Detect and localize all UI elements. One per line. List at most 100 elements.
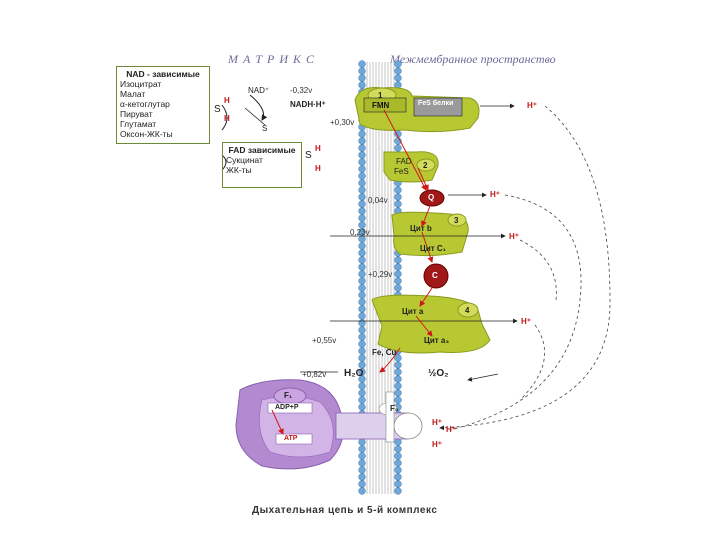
substrate-h: H <box>315 144 321 153</box>
cyt-c1-label: Цит C₁ <box>420 244 446 253</box>
intermembrane-header: Межмембранное пространство <box>390 52 556 66</box>
substrate-h: H <box>224 96 230 105</box>
phospholipid-head <box>358 403 366 411</box>
phospholipid-head <box>394 144 402 152</box>
phospholipid-head <box>358 487 366 495</box>
phospholipid-head <box>394 438 402 446</box>
phospholipid-head <box>358 172 366 180</box>
nad-box-title: NAD - зависимые <box>126 69 200 79</box>
fad-box-item: Сукцинат <box>226 155 263 165</box>
phospholipid-head <box>358 256 366 264</box>
phospholipid-head <box>394 67 402 75</box>
substrate-h: H <box>315 164 321 173</box>
phospholipid-head <box>394 193 402 201</box>
fmn-label: FMN <box>372 101 390 110</box>
ubiquinone-label: Q <box>428 193 435 202</box>
diagram-caption: Дыхательная цепь и 5-й комплекс <box>252 505 438 516</box>
phospholipid-head <box>358 165 366 173</box>
nad-box-item: Пируват <box>120 109 153 119</box>
phospholipid-head <box>358 193 366 201</box>
matrix-header: М А Т Р И К С <box>228 52 315 66</box>
proton-label: H⁺ <box>509 232 519 241</box>
substrate-s-oxidized: S <box>262 124 268 133</box>
phospholipid-head <box>358 263 366 271</box>
phospholipid-head <box>358 340 366 348</box>
phospholipid-head <box>394 263 402 271</box>
atp-label: ATP <box>284 435 298 442</box>
phospholipid-head <box>358 158 366 166</box>
phospholipid-head <box>394 60 402 68</box>
oxygen-label: ½O₂ <box>428 368 449 379</box>
phospholipid-head <box>358 480 366 488</box>
phospholipid-head <box>358 466 366 474</box>
nad-box-item: Глутамат <box>120 119 157 129</box>
phospholipid-head <box>358 333 366 341</box>
potential-label: +0,30v <box>330 118 355 127</box>
phospholipid-head <box>394 382 402 390</box>
substrate-h: H <box>224 114 230 123</box>
phospholipid-head <box>394 270 402 278</box>
fe-cu-label: Fe, Cu <box>372 348 397 357</box>
phospholipid-head <box>358 347 366 355</box>
phospholipid-head <box>358 242 366 250</box>
phospholipid-head <box>358 473 366 481</box>
nad-box-item: Оксон-ЖК-ты <box>120 129 173 139</box>
phospholipid-head <box>358 270 366 278</box>
cyt-b-label: Цит b <box>410 224 432 233</box>
complex-3-number: 3 <box>454 216 459 225</box>
phospholipid-head <box>394 74 402 82</box>
phospholipid-head <box>358 214 366 222</box>
phospholipid-head <box>358 74 366 82</box>
phospholipid-head <box>394 375 402 383</box>
fad-box-item: ЖК-ты <box>226 165 252 175</box>
phospholipid-head <box>394 368 402 376</box>
potential-label: 0,23v <box>350 228 370 237</box>
phospholipid-head <box>394 473 402 481</box>
phospholipid-head <box>394 452 402 460</box>
complex-2-number: 2 <box>423 161 428 170</box>
proton-label: H⁺ <box>521 317 531 326</box>
phospholipid-head <box>358 179 366 187</box>
phospholipid-head <box>394 459 402 467</box>
phospholipid-head <box>394 200 402 208</box>
fad-dependent-box: FAD зависимые Сукцинат ЖК-ты <box>222 142 302 188</box>
potential-label: +0,82v <box>302 370 327 379</box>
phospholipid-head <box>358 326 366 334</box>
phospholipid-head <box>394 277 402 285</box>
phospholipid-head <box>394 466 402 474</box>
fes-label: FeS <box>394 167 409 176</box>
phospholipid-head <box>394 256 402 264</box>
proton-label: H⁺ <box>527 101 537 110</box>
phospholipid-head <box>358 459 366 467</box>
potential-label: +0,55v <box>312 336 337 345</box>
phospholipid-head <box>358 144 366 152</box>
phospholipid-head <box>358 389 366 397</box>
fes-protein-label: FeS белки <box>418 100 454 107</box>
phospholipid-head <box>358 438 366 446</box>
phospholipid-head <box>358 445 366 453</box>
proton-label: H⁺ <box>490 190 500 199</box>
phospholipid-head <box>394 361 402 369</box>
phospholipid-head <box>358 130 366 138</box>
nad-box-item: Малат <box>120 89 146 99</box>
proton-label: H⁺ <box>446 425 456 434</box>
nad-dependent-box: NAD - зависимые Изоцитрат Малат α-кетогл… <box>116 66 210 144</box>
phospholipid-head <box>394 186 402 194</box>
complex-1-number: 1 <box>378 91 383 100</box>
nad-box-item: Изоцитрат <box>120 79 162 89</box>
f1-label: F₁ <box>284 391 293 400</box>
potential-label: -0,32v <box>290 86 313 95</box>
phospholipid-head <box>358 81 366 89</box>
phospholipid-head <box>394 389 402 397</box>
phospholipid-head <box>394 445 402 453</box>
phospholipid-head <box>358 67 366 75</box>
phospholipid-head <box>358 277 366 285</box>
fad-label: FAD <box>396 157 412 166</box>
phospholipid-head <box>394 487 402 495</box>
phospholipid-head <box>358 382 366 390</box>
potential-label: +0,29v <box>368 270 393 279</box>
complex-4-number: 4 <box>465 306 470 315</box>
phospholipid-head <box>358 186 366 194</box>
adp-label: ADP+P <box>275 404 299 411</box>
proton-label: H⁺ <box>432 418 442 427</box>
